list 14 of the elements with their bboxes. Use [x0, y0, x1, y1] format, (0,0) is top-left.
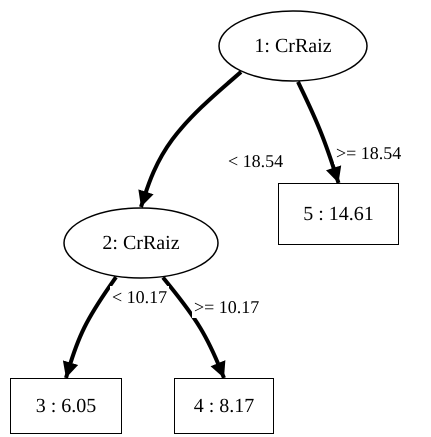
leaf-box	[278, 183, 399, 245]
node-label: 2: CrRaiz	[102, 232, 180, 254]
leaf-box	[10, 378, 122, 434]
split-ellipse	[63, 207, 219, 279]
node-label: 3 : 6.05	[36, 394, 96, 418]
arrow	[296, 81, 342, 184]
leaf-box	[174, 378, 274, 434]
arrow	[62, 276, 118, 379]
node-label: 5 : 14.61	[303, 202, 374, 226]
node-label: 1: CrRaiz	[254, 34, 332, 58]
arrow	[161, 276, 226, 379]
arrow	[138, 70, 242, 208]
split-ellipse	[218, 10, 368, 82]
node-label: 4 : 8.17	[194, 394, 254, 418]
